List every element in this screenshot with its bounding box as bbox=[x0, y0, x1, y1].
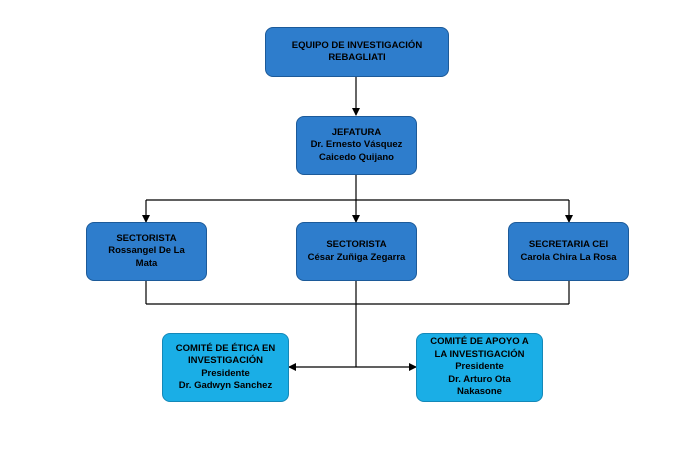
node-sectorista2-line-2: César Zuñiga Zegarra bbox=[307, 251, 406, 263]
node-comite-etica-line-3: Presidente bbox=[201, 367, 250, 379]
node-jefatura-line-2: Dr. Ernesto Vásquez bbox=[310, 139, 403, 151]
node-equipo-investigacion: EQUIPO DE INVESTIGACIÓN REBAGLIATI bbox=[265, 27, 449, 77]
node-jefatura-line-3: Caicedo Quijano bbox=[319, 151, 394, 163]
node-jefatura-line-1: JEFATURA bbox=[331, 126, 382, 138]
node-comite-etica-line-1: COMITÉ DE ÉTICA EN bbox=[175, 342, 276, 354]
node-sectorista1-line-1: SECTORISTA bbox=[116, 232, 177, 244]
node-root-line-1: EQUIPO DE INVESTIGACIÓN bbox=[291, 39, 423, 51]
node-comite-etica-line-4: Dr. Gadwyn Sanchez bbox=[178, 380, 273, 391]
node-comite-apoyo-line-2: LA INVESTIGACIÓN bbox=[434, 348, 525, 360]
node-comite-apoyo: COMITÉ DE APOYO A LA INVESTIGACIÓN Presi… bbox=[416, 333, 543, 402]
node-sectorista-2: SECTORISTA César Zuñiga Zegarra bbox=[296, 222, 417, 281]
node-sectorista-1: SECTORISTA Rossangel De La Mata bbox=[86, 222, 207, 281]
node-comite-etica: COMITÉ DE ÉTICA EN INVESTIGACIÓN Preside… bbox=[162, 333, 289, 402]
node-jefatura: JEFATURA Dr. Ernesto Vásquez Caicedo Qui… bbox=[296, 116, 417, 175]
node-comite-etica-line-2: INVESTIGACIÓN bbox=[188, 355, 263, 366]
node-comite-apoyo-line-5: Nakasone bbox=[457, 386, 502, 398]
node-secretaria-line-1: SECRETARIA CEI bbox=[528, 239, 609, 250]
node-root-line-2: REBAGLIATI bbox=[328, 52, 386, 63]
node-secretaria-cei: SECRETARIA CEI Carola Chira La Rosa bbox=[508, 222, 629, 281]
node-comite-apoyo-line-1: COMITÉ DE APOYO A bbox=[430, 336, 529, 348]
node-sectorista2-line-1: SECTORISTA bbox=[326, 239, 387, 250]
node-sectorista1-line-2: Rossangel De La bbox=[108, 245, 185, 257]
node-comite-apoyo-line-4: Dr. Arturo Ota bbox=[448, 373, 511, 385]
node-comite-apoyo-line-3: Presidente bbox=[455, 361, 504, 373]
node-sectorista1-line-3: Mata bbox=[135, 257, 158, 269]
node-secretaria-line-2: Carola Chira La Rosa bbox=[520, 251, 617, 263]
